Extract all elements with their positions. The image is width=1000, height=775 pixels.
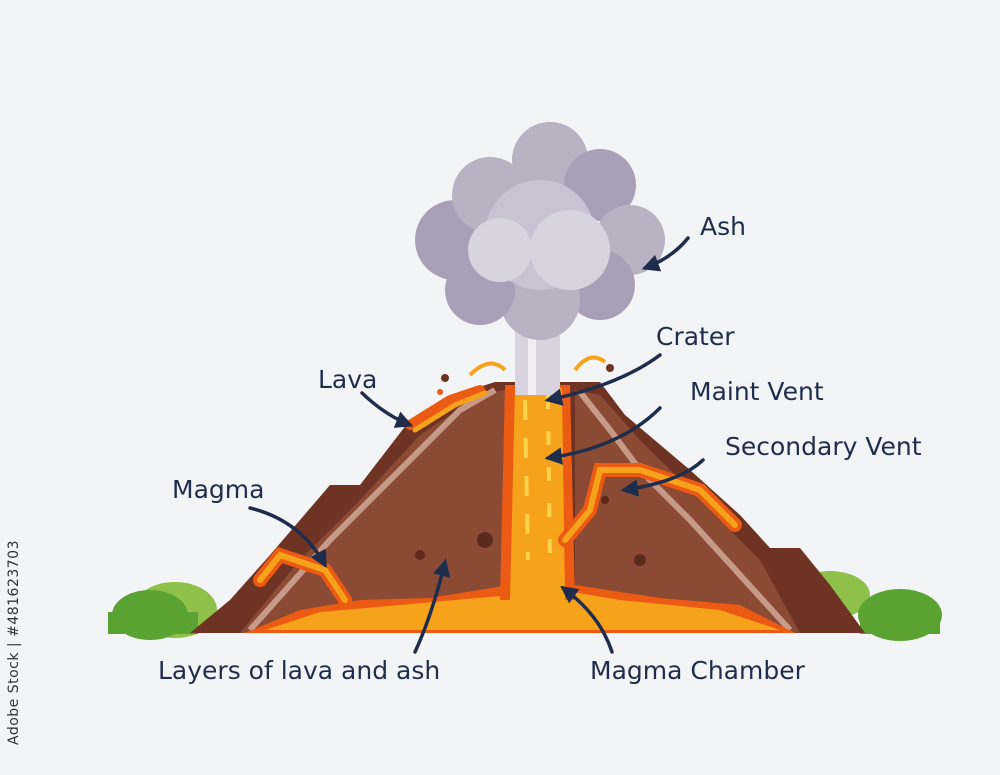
layers-arrow — [413, 558, 451, 654]
magma-system — [245, 385, 795, 633]
label-ash: Ash — [700, 212, 746, 241]
label-magma-chamber: Magma Chamber — [590, 656, 805, 685]
crater-arrow — [544, 353, 662, 406]
secondary-vent-arrow — [620, 458, 705, 497]
lava-arrow — [360, 391, 414, 428]
label-arrows — [248, 236, 705, 654]
lava-splashes — [437, 355, 614, 395]
magma-chamber-arrow — [560, 585, 614, 654]
label-main-vent: Maint Vent — [690, 377, 824, 406]
label-lava: Lava — [318, 365, 378, 394]
label-crater: Crater — [656, 322, 735, 351]
main-vent-arrow — [544, 406, 662, 465]
label-secondary-vent: Secondary Vent — [725, 432, 922, 461]
ash-arrow — [641, 236, 690, 272]
ash-cloud — [415, 122, 665, 395]
label-magma: Magma — [172, 475, 265, 504]
magma-arrow — [248, 506, 327, 569]
left-bushes — [108, 582, 217, 640]
stock-watermark: Adobe Stock | #481623703 — [6, 540, 22, 745]
label-layers: Layers of lava and ash — [158, 656, 441, 685]
